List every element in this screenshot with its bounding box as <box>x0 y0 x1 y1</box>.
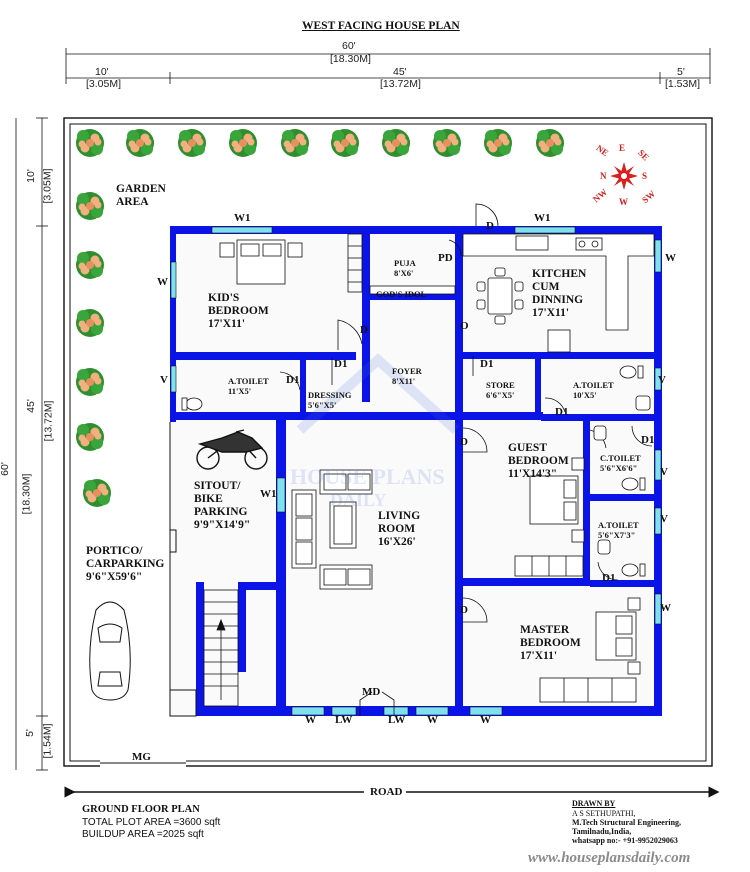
buildup-area: BUILDUP AREA =2025 sqft <box>82 829 204 840</box>
drawn-by-label: DRAWN BY <box>572 799 616 808</box>
window-w1-sitout: W1 <box>260 488 277 500</box>
vent-v-right3: V <box>660 513 668 525</box>
window-w-kids: W <box>157 276 168 288</box>
author-name: A S SETHUPATHI, <box>572 809 636 818</box>
dim-left-setback-m: [3.05M] <box>86 78 122 90</box>
plan-title: WEST FACING HOUSE PLAN <box>302 20 460 32</box>
road-label: ROAD <box>370 786 403 798</box>
door-d-kids: D <box>360 324 368 336</box>
author-qualification: M.Tech Structural Engineering, <box>572 818 682 827</box>
a-toilet-3-label: A.TOILET 5'6"X7'3" <box>598 520 639 540</box>
door-d1-dressing: D1 <box>334 358 348 370</box>
dim-left-setback: 10' <box>95 66 109 78</box>
window-w-kitchen: W <box>665 252 676 264</box>
window-w1-kids: W1 <box>234 212 251 224</box>
portico-label: PORTICO/ CARPARKING 9'6"X59'6" <box>86 545 165 583</box>
compass-sw: SW <box>640 188 657 205</box>
total-plot-area: TOTAL PLOT AREA =3600 sqft <box>82 817 221 828</box>
dressing-label: DRESSING 5'6"X5' <box>308 390 352 410</box>
master-bedroom-label: MASTER BEDROOM 17'X11' <box>520 624 581 662</box>
main-gate-mg: MG <box>132 751 151 763</box>
compass-nw: NW <box>591 187 609 205</box>
foyer-label: FOYER 8'X11' <box>392 366 422 386</box>
door-d1-toilet1: D1 <box>286 374 300 386</box>
dim-right-setback-m: [1.53M] <box>665 78 701 90</box>
compass-se: SE <box>636 148 651 163</box>
compass-s: S <box>642 171 647 181</box>
window-lw-1: LW <box>335 714 353 726</box>
c-toilet-label: C.TOILET 5'6"X6'6" <box>600 453 641 473</box>
main-door-md: MD <box>362 686 381 698</box>
door-d1-atoilet3: D1 <box>602 572 616 584</box>
door-pd: PD <box>438 252 453 264</box>
living-room-label: LIVING ROOM 16'X26' <box>378 510 421 548</box>
kids-bedroom-label: KID'S BEDROOM 17'X11' <box>208 292 269 330</box>
door-d-main-top: D <box>486 220 494 232</box>
watermark-line1: HOUSE PLANS <box>290 464 445 489</box>
window-w-master: W <box>660 602 671 614</box>
dim-total-width: 60' <box>342 40 356 52</box>
garden-area-label: GARDEN AREA <box>116 183 166 208</box>
window-lw-2: LW <box>388 714 406 726</box>
a-toilet-1-label: A.TOILET 11'X5' <box>228 376 269 396</box>
compass-e: E <box>619 143 625 153</box>
watermark-logo: HOUSE PLANS DAILY <box>290 353 460 510</box>
kitchen-label: KITCHEN CUM DINNING 17'X11' <box>532 268 587 319</box>
sitout-label: SITOUT/ BIKE PARKING 9'9"X14'9" <box>194 480 251 531</box>
vent-v-right2: V <box>660 466 668 478</box>
store-label: STORE 6'6"X5' <box>486 380 515 400</box>
dim-total-width-m: [18.30M] <box>330 53 371 65</box>
author-location: Tamilnadu,India, <box>572 827 632 836</box>
website-link[interactable]: www.houseplansdaily.com <box>528 850 691 866</box>
bike-icon <box>196 429 268 470</box>
window-w-bottom2: W <box>427 714 438 726</box>
vent-v-right1: V <box>658 374 666 386</box>
vent-v-left: V <box>160 374 168 386</box>
ground-floor-plan-title: GROUND FLOOR PLAN <box>82 804 200 815</box>
door-d1-store: D1 <box>480 358 494 370</box>
compass-w: W <box>619 197 628 207</box>
puja-label: PUJA 8'X6' <box>394 258 416 278</box>
dim-house-width: 45' <box>393 66 407 78</box>
window-w1-kitchen: W1 <box>534 212 551 224</box>
window-w-bottom3: W <box>480 714 491 726</box>
compass-ne: NE <box>594 143 610 158</box>
guest-bedroom-label: GUEST BEDROOM 11'X14'3" <box>508 442 569 480</box>
door-d-guest: D <box>460 436 468 448</box>
compass-n: N <box>600 171 607 181</box>
a-toilet-2-label: A.TOILET 10'X5' <box>573 380 614 400</box>
opening-o: O <box>460 320 469 332</box>
car-icon <box>89 601 131 701</box>
watermark-line2: DAILY <box>330 490 386 510</box>
door-d1-ctoilet: D1 <box>641 434 655 446</box>
door-d-master: D <box>460 604 468 616</box>
dim-house-width-m: [13.72M] <box>380 78 421 90</box>
gods-idol-label: GOD'S IDOL <box>376 289 427 299</box>
compass-icon <box>610 162 638 190</box>
dim-right-setback: 5' <box>677 66 685 78</box>
window-w-bottom1: W <box>305 714 316 726</box>
author-phone: whatsapp no:- +91-9952029063 <box>572 836 678 845</box>
door-d1-toilet2: D1 <box>555 406 569 418</box>
